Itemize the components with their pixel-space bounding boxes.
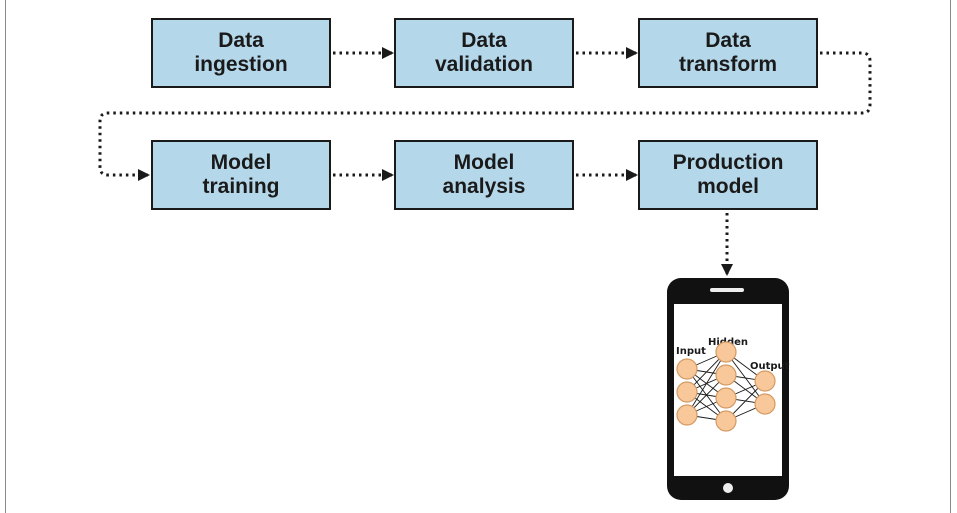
arrow-transform-to-training <box>98 51 872 181</box>
step-label-line1: Model <box>453 151 515 174</box>
step-data-validation: Data validation <box>394 18 574 88</box>
output-neuron <box>754 393 776 415</box>
step-model-analysis: Model analysis <box>394 140 574 210</box>
left-frame-line <box>5 0 6 513</box>
input-neuron <box>676 358 698 380</box>
hidden-neuron <box>715 410 737 432</box>
output-layer-label: Output <box>750 361 790 372</box>
step-label-line2: ingestion <box>194 53 288 76</box>
phone-home-button <box>723 483 733 493</box>
step-label-line2: analysis <box>442 175 526 198</box>
step-label-line1: Data <box>218 29 264 52</box>
smartphone-icon: Input Hidden Output <box>667 278 790 500</box>
output-neuron <box>754 370 776 392</box>
phone-speaker <box>710 288 744 292</box>
input-neuron <box>676 404 698 426</box>
step-label-line2: transform <box>678 53 778 76</box>
hidden-neuron <box>715 387 737 409</box>
input-layer-label: Input <box>676 346 706 357</box>
step-label-line2: training <box>202 175 280 198</box>
input-neuron <box>676 381 698 403</box>
step-production-model: Production model <box>638 140 818 210</box>
step-model-training: Model training <box>151 140 331 210</box>
step-label-line1: Data <box>705 29 751 52</box>
step-label-line2: validation <box>434 53 534 76</box>
hidden-neuron <box>715 341 737 363</box>
neural-network-diagram: Input Hidden Output <box>676 337 790 432</box>
step-label-line1: Data <box>461 29 507 52</box>
step-data-transform: Data transform <box>638 18 818 88</box>
right-frame-line <box>950 0 951 513</box>
step-label-line2: model <box>697 175 759 198</box>
step-data-ingestion: Data ingestion <box>151 18 331 88</box>
step-label-line1: Production <box>672 151 784 174</box>
hidden-neuron <box>715 364 737 386</box>
neural-network-nodes <box>676 341 776 432</box>
network-edge <box>686 351 727 416</box>
step-label-line1: Model <box>210 151 272 174</box>
